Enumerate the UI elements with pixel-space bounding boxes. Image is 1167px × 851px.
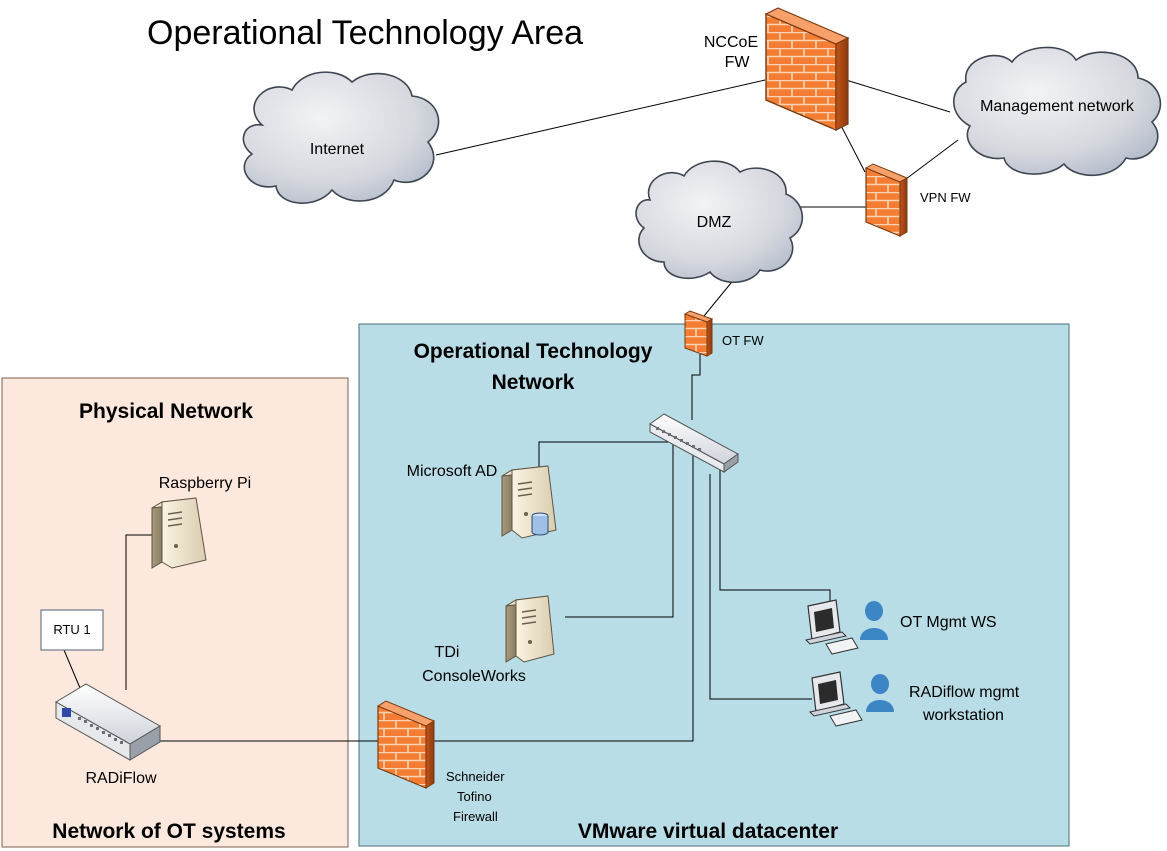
rtu-box: RTU 1 (40, 609, 104, 651)
physical-network-footer: Network of OT systems (52, 820, 285, 843)
radiflow-device-icon (55, 683, 161, 761)
radiflow-label: RADiFlow (85, 770, 157, 787)
tdi-consoleworks-server-icon (505, 595, 555, 663)
ot-network-footer: VMware virtual datacenter (578, 820, 838, 843)
tofino-fw-label-2: Tofino (457, 789, 492, 804)
ot-mgmt-ws-label: OT Mgmt WS (900, 614, 997, 631)
radiflow-ws-label-2: workstation (922, 707, 1004, 724)
rtu-label: RTU 1 (53, 622, 90, 637)
tdi-label-1: TDi (435, 644, 460, 661)
ot-fw-label: OT FW (722, 333, 764, 348)
management-network-label: Management network (980, 98, 1135, 115)
microsoft-ad-label: Microsoft AD (407, 463, 498, 480)
raspberry-pi-server-icon (151, 497, 207, 569)
ot-firewall-icon (683, 310, 714, 357)
ot-network-title-2: Network (492, 371, 575, 394)
tofino-fw-label-3: Firewall (453, 809, 498, 824)
internet-label: Internet (310, 141, 365, 158)
microsoft-ad-server-icon (501, 465, 557, 539)
diagram-title: Operational Technology Area (147, 14, 583, 52)
dmz-label: DMZ (697, 214, 732, 231)
ot-mgmt-workstation-icon (805, 599, 888, 655)
vpn-fw-label: VPN FW (920, 190, 971, 205)
nccoe-firewall-icon (764, 7, 850, 132)
connection-lines (63, 79, 959, 742)
ot-switch-icon (649, 413, 739, 473)
ot-network-title: Operational Technology (414, 340, 653, 363)
raspberry-pi-label: Raspberry Pi (159, 475, 251, 492)
nccoe-fw-label-2: FW (725, 54, 751, 71)
tdi-label-2: ConsoleWorks (422, 668, 526, 685)
ot-network-zone (358, 323, 1070, 847)
dmz-cloud: DMZ (635, 160, 804, 283)
vpn-firewall-icon (864, 163, 909, 237)
nccoe-fw-label: NCCoE (704, 34, 758, 51)
tofino-fw-label-1: Schneider (446, 769, 505, 784)
radiflow-ws-label-1: RADiflow mgmt (909, 684, 1020, 701)
physical-network-title: Physical Network (79, 400, 253, 423)
internet-cloud: Internet (242, 71, 440, 204)
tofino-firewall-icon (376, 700, 436, 789)
management-network-cloud: Management network (953, 46, 1162, 177)
radiflow-mgmt-workstation-icon (809, 671, 894, 727)
